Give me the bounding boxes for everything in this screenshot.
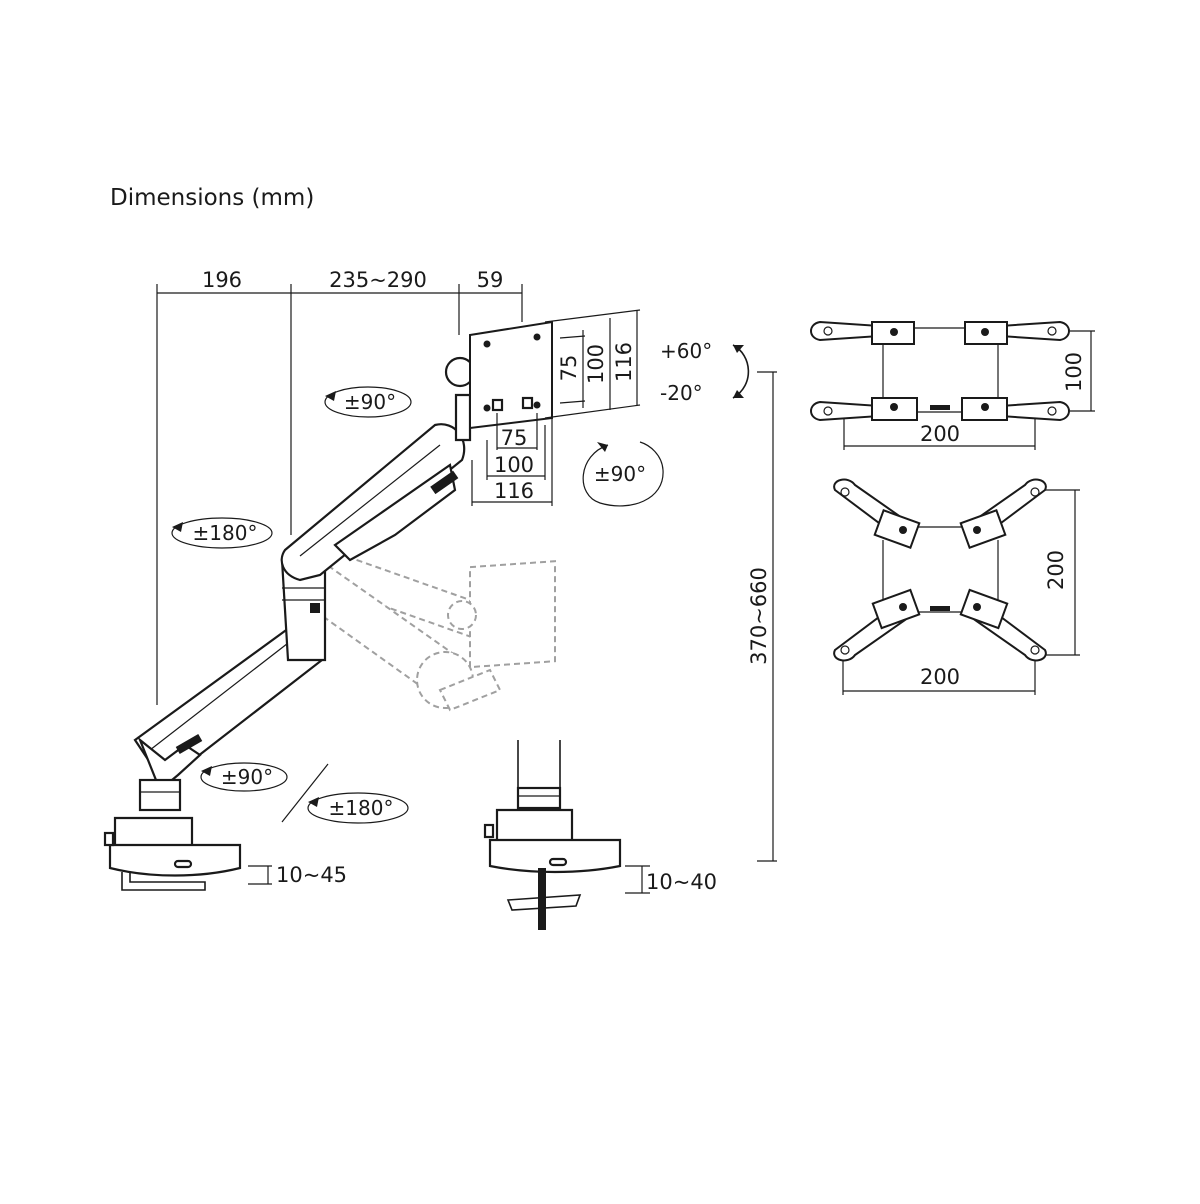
large-adapter-height-label: 200 [1044, 550, 1068, 590]
grommet-dimension [625, 865, 650, 894]
ghost-arm-position [298, 538, 556, 712]
vesa-vertical-dims [544, 309, 641, 419]
svg-text:±90°: ±90° [344, 390, 396, 414]
divider-slash [281, 763, 329, 823]
vesa-adapter-small [810, 320, 1070, 422]
vesa-75-horizontal-label: 75 [501, 426, 528, 450]
tilt-up-label: +60° [660, 339, 712, 363]
clamp-range-label: 10~45 [276, 863, 347, 887]
height-range-label: 370~660 [747, 567, 771, 665]
top-dimension-lines [156, 284, 523, 705]
grommet-base-drawing [483, 740, 622, 930]
head-depth-label: 59 [477, 268, 504, 292]
vesa-100-horizontal-label: 100 [494, 453, 534, 477]
svg-text:±180°: ±180° [193, 521, 258, 545]
clamp-dimension [248, 865, 272, 885]
pole-swivel-badge: ±180° [307, 792, 409, 824]
height-dimension-line [757, 371, 777, 862]
diagram-title: Dimensions (mm) [110, 185, 314, 211]
tilt-arrow-icon [732, 344, 750, 399]
svg-text:±180°: ±180° [329, 796, 394, 820]
large-adapter-width-label: 200 [920, 665, 960, 689]
upper-arm-swivel-badge: ±180° [171, 517, 273, 549]
monitor-arm-drawing [103, 320, 553, 891]
rotation-badge: ±90° [582, 441, 664, 507]
svg-text:±90°: ±90° [594, 462, 646, 486]
grommet-range-label: 10~40 [646, 870, 717, 894]
tilt-down-label: -20° [660, 381, 703, 405]
base-swivel-badge: ±90° [200, 762, 288, 792]
vesa-116-vertical-label: 116 [612, 342, 636, 382]
vesa-75-vertical-label: 75 [557, 355, 581, 382]
vesa-horizontal-dims [471, 413, 553, 506]
small-adapter-height-label: 100 [1062, 352, 1086, 392]
head-swivel-badge: ±90° [324, 386, 412, 418]
small-adapter-dims [843, 330, 1095, 450]
vesa-100-vertical-label: 100 [584, 344, 608, 384]
small-adapter-width-label: 200 [920, 422, 960, 446]
vesa-116-horizontal-label: 116 [494, 479, 534, 503]
vesa-adapter-large [833, 478, 1047, 662]
arm-reach-label: 235~290 [329, 268, 427, 292]
base-offset-label: 196 [202, 268, 242, 292]
svg-text:±90°: ±90° [221, 765, 273, 789]
large-adapter-dims [842, 489, 1080, 695]
